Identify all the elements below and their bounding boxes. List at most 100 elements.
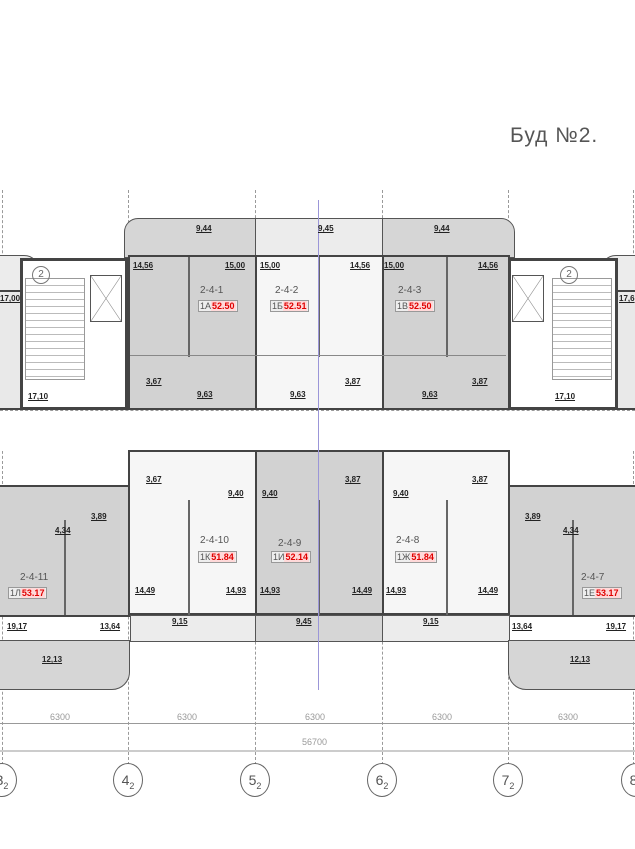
balcony-2-4-10 — [130, 615, 257, 642]
axis-marker: 42 — [113, 763, 143, 797]
room-area: 15,00 — [225, 261, 246, 270]
stairwell-number: 2 — [560, 266, 578, 284]
room-area: 19,17 — [606, 622, 627, 631]
apartment-number: 2-4-9 — [278, 538, 302, 549]
hall-area: 9,63 — [197, 390, 213, 399]
balcony-2-4-8 — [382, 615, 510, 642]
elevator-shaft — [512, 275, 544, 322]
bathroom-area: 3,67 — [146, 377, 162, 386]
axis-number: 3 — [0, 772, 3, 788]
apartment-type: 1Ж — [397, 552, 411, 562]
balcony-area: 9,15 — [172, 617, 188, 626]
room-area: 13,64 — [512, 622, 533, 631]
apartment-type-area: 1И52.14 — [271, 551, 312, 563]
bathroom-area: 3,89 — [91, 512, 107, 521]
axis-number: 6 — [375, 772, 384, 788]
balcony-area: 9,45 — [296, 617, 312, 626]
apartment-type-area: 1Б52.51 — [270, 300, 310, 312]
bathroom-area: 3,67 — [146, 475, 162, 484]
apartment-number: 2-4-10 — [200, 535, 229, 546]
room-area: 14,93 — [260, 586, 281, 595]
room-area: 19,17 — [7, 622, 28, 631]
dimension-line-total — [0, 750, 635, 752]
span-dimension: 6300 — [432, 712, 453, 722]
hall-area: 9,40 — [393, 489, 409, 498]
bathroom-area: 3,87 — [472, 475, 488, 484]
hall-area: 9,63 — [422, 390, 438, 399]
axis-line — [633, 190, 634, 765]
axis-marker: 52 — [240, 763, 270, 797]
interior-wall — [64, 520, 66, 615]
axis-number: 8 — [629, 772, 635, 788]
interior-wall — [446, 500, 448, 615]
apartment-total-area: 52.14 — [284, 552, 310, 562]
apartment-type: 1И — [273, 552, 285, 562]
hall-area: 9,40 — [262, 489, 278, 498]
balcony-2-4-1 — [124, 218, 257, 258]
axis-number: 5 — [248, 772, 257, 788]
apartment-number: 2-4-3 — [398, 285, 422, 296]
span-dimension: 6300 — [177, 712, 198, 722]
apartment-type-area: 1А52.50 — [198, 300, 238, 312]
axis-subscript: 2 — [129, 780, 135, 791]
apartment-total-area: 53.17 — [595, 588, 620, 598]
axis-marker: 72 — [493, 763, 523, 797]
apartment-type: 1Л — [10, 588, 21, 598]
apartment-type-area: 1Е53.17 — [582, 587, 622, 599]
axis-marker: 32 — [0, 763, 17, 797]
apartment-total-area: 52.51 — [282, 301, 308, 311]
total-dimension: 56700 — [302, 737, 328, 747]
axis-number: 4 — [121, 772, 130, 788]
axis-subscript: 2 — [509, 780, 515, 791]
apartment-total-area: 51.84 — [410, 552, 435, 562]
room-area: 14,93 — [386, 586, 407, 595]
stairwell-area: 17,10 — [28, 392, 49, 401]
apartment-total-area: 52.50 — [211, 301, 236, 311]
apartment-type: 1А — [200, 301, 212, 311]
room-area: 14,56 — [478, 261, 499, 270]
bathroom-area: 3,89 — [525, 512, 541, 521]
balcony-2-4-9 — [255, 615, 384, 642]
interior-wall — [572, 520, 574, 615]
balcony-area: 9,15 — [423, 617, 439, 626]
interior-wall — [188, 257, 190, 357]
room-area: 15,00 — [384, 261, 405, 270]
span-dimension: 6300 — [305, 712, 326, 722]
interior-wall — [318, 257, 320, 357]
apartment-type: 1В — [397, 301, 409, 311]
span-dimension: 6300 — [50, 712, 71, 722]
apartment-number: 2-4-2 — [275, 285, 299, 296]
room-area: 14,49 — [135, 586, 156, 595]
apartment-left-fragment — [0, 290, 22, 410]
apartment-2-4-1[interactable] — [128, 255, 257, 410]
room-area: 14,93 — [226, 586, 247, 595]
stairs — [25, 278, 85, 380]
balcony-2-4-7 — [508, 640, 635, 690]
balcony-area: 9,44 — [434, 224, 450, 233]
dimension-line — [0, 723, 635, 724]
balcony-area: 9,45 — [318, 224, 334, 233]
interior-wall — [188, 500, 190, 615]
balcony-area: 12,13 — [570, 655, 591, 664]
axis-subscript: 2 — [3, 780, 9, 791]
hall-area: 4,34 — [55, 526, 71, 535]
apartment-type-area: 1К51.84 — [198, 551, 237, 563]
apartment-right-fragment — [616, 290, 635, 410]
building-title: Буд №2. — [510, 124, 599, 147]
interior-wall — [318, 500, 320, 615]
interior-wall — [446, 257, 448, 357]
apartment-total-area: 53.17 — [20, 588, 46, 598]
room-area: 13,64 — [100, 622, 121, 631]
balcony-area: 12,13 — [42, 655, 63, 664]
axis-number: 7 — [501, 772, 510, 788]
stairwell-number: 2 — [32, 266, 50, 284]
apartment-total-area: 52.50 — [408, 301, 433, 311]
elevator-shaft — [90, 275, 122, 322]
balcony-area: 9,44 — [196, 224, 212, 233]
balcony-2-4-11 — [0, 640, 130, 690]
apartment-number: 2-4-8 — [396, 535, 420, 546]
axis-marker: 62 — [367, 763, 397, 797]
axis-subscript: 2 — [256, 780, 262, 791]
hall-area: 9,63 — [290, 390, 306, 399]
room-area: 14,56 — [350, 261, 371, 270]
